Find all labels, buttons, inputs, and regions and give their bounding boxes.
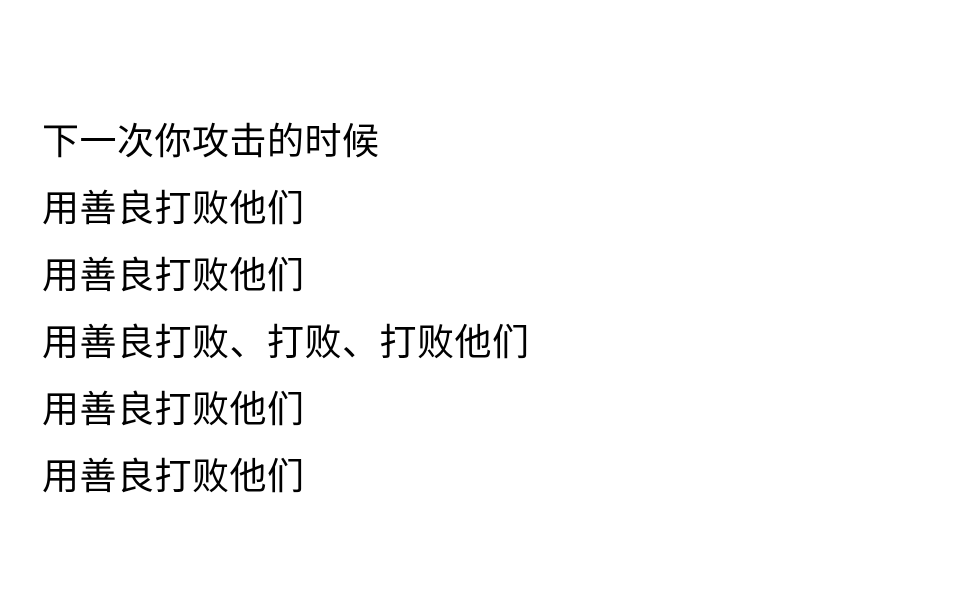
text-line: 用善良打败他们: [42, 254, 305, 297]
text-line: 用善良打败他们: [42, 455, 305, 498]
lyrics-text-block: 下一次你攻击的时候 用善良打败他们 用善良打败他们 用善良打败、打败、打败他们 …: [42, 108, 530, 510]
text-line: 用善良打败他们: [42, 187, 305, 230]
text-line: 用善良打败、打败、打败他们: [42, 321, 530, 364]
text-line: 用善良打败他们: [42, 388, 305, 431]
text-line: 下一次你攻击的时候: [42, 120, 380, 163]
